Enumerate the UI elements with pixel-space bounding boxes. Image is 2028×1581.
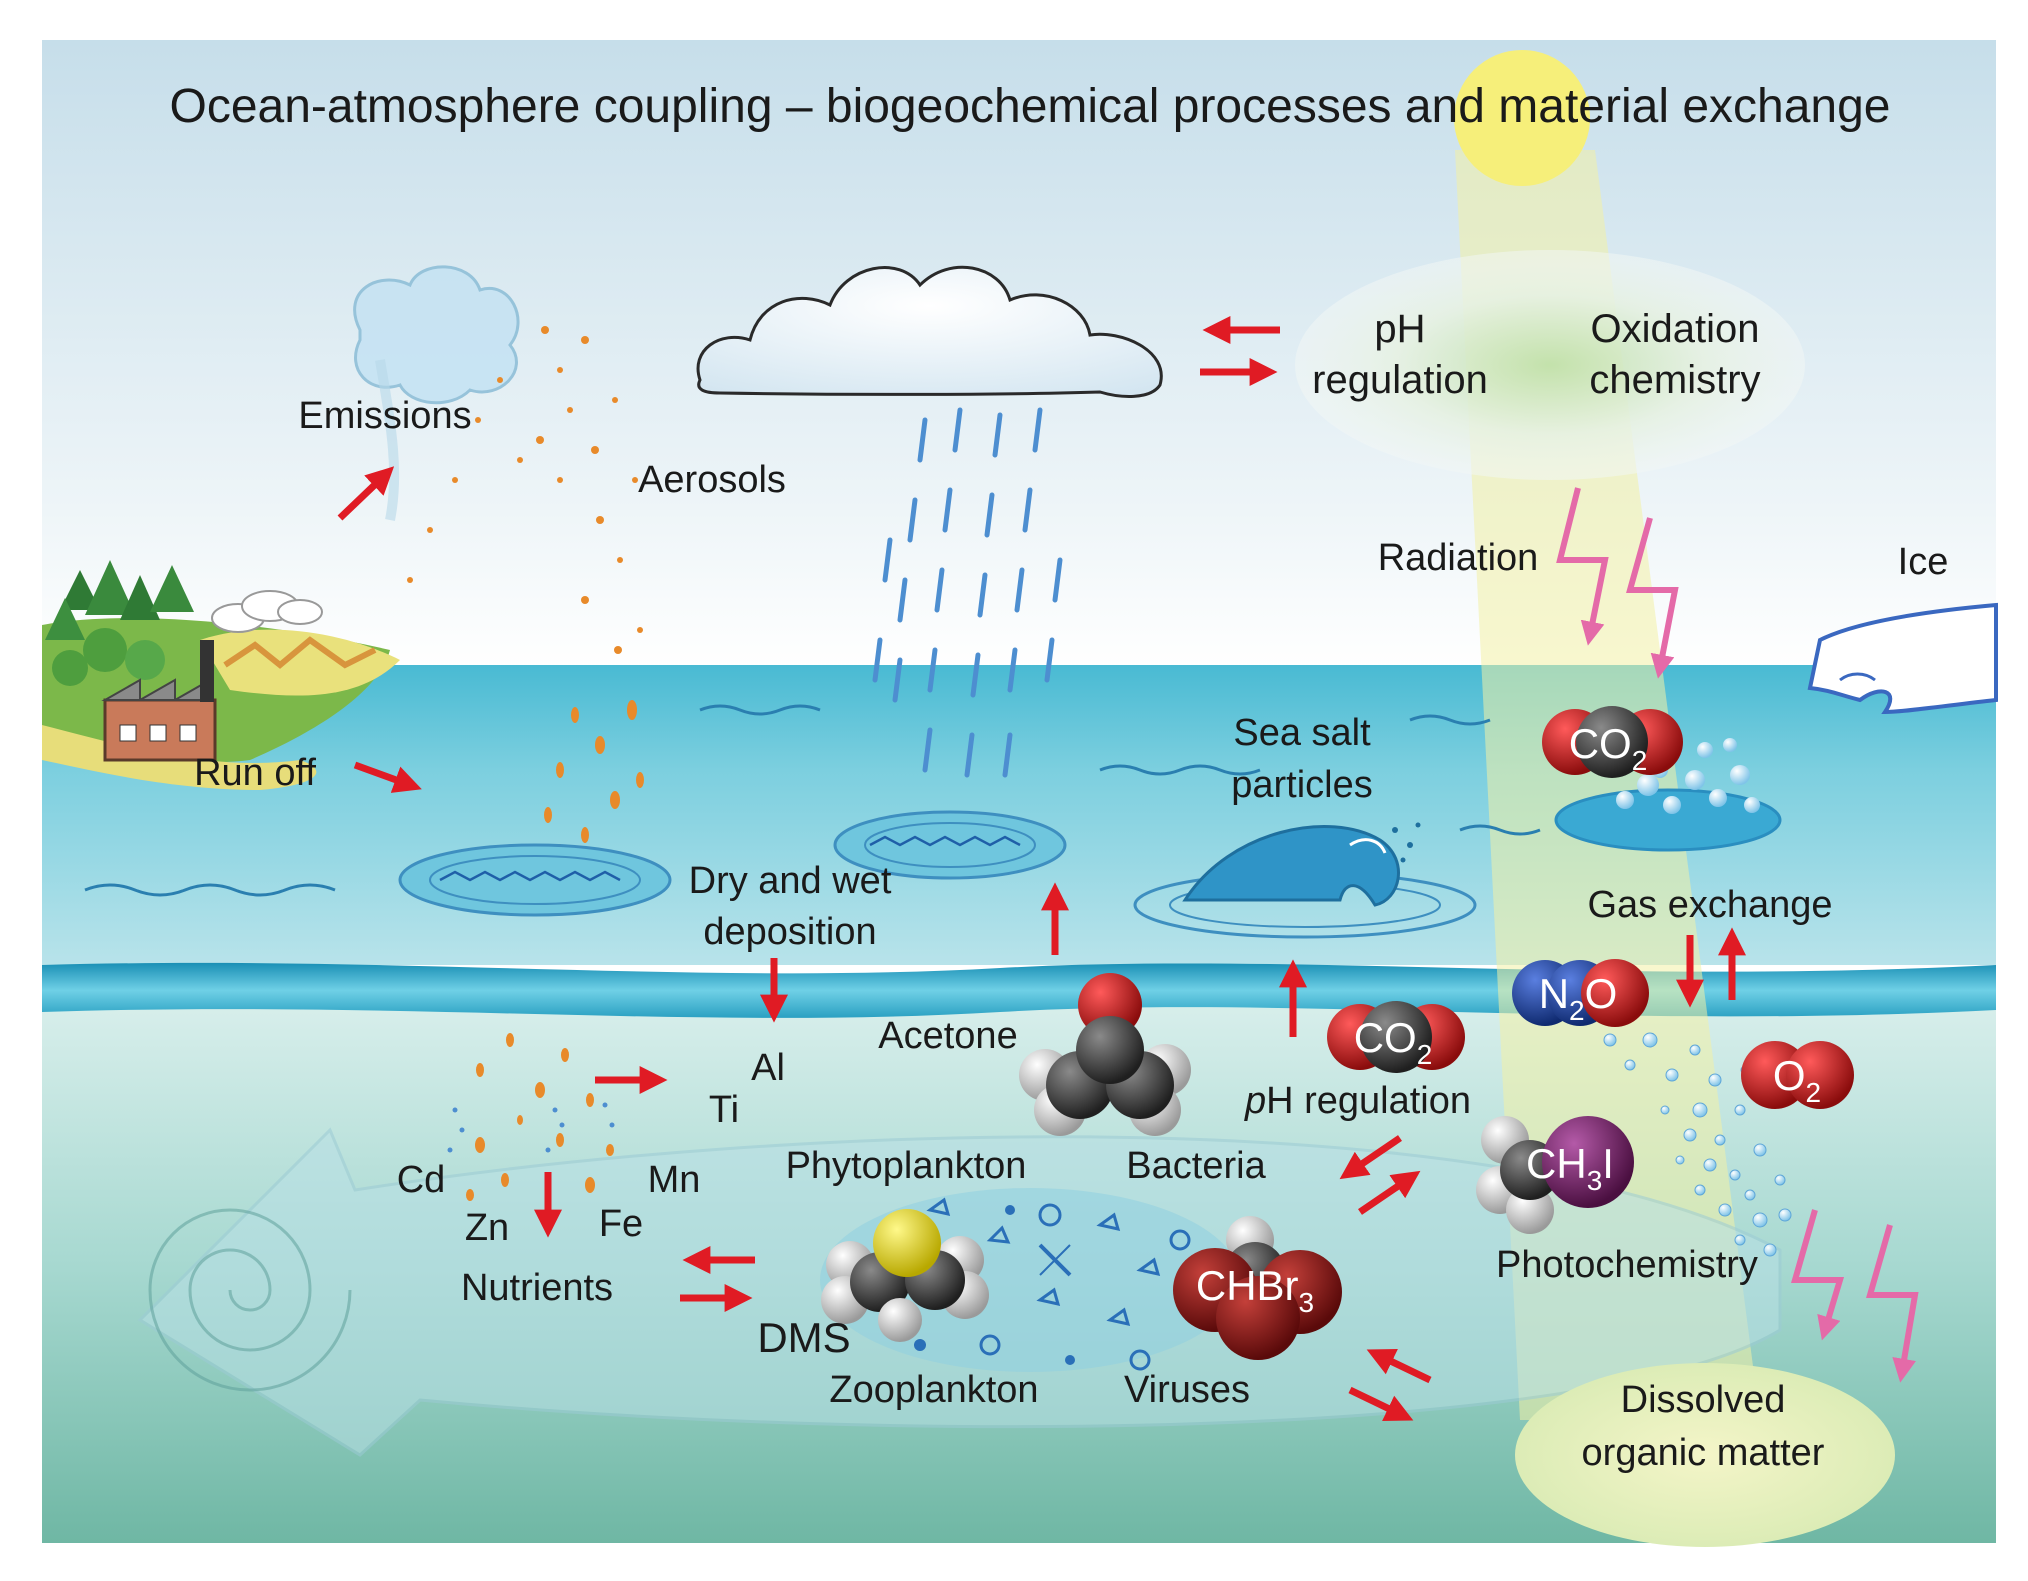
- label-cd: Cd: [397, 1159, 446, 1201]
- label-sea-salt-line2: particles: [1231, 764, 1373, 806]
- label-ph-regulation-ocean-rest: H regulation: [1266, 1080, 1471, 1122]
- n2o-molecule: N2O: [1512, 959, 1649, 1027]
- labels: Emissions Aerosols pH regulation Oxidati…: [194, 307, 1948, 1474]
- co2-ocean-molecule: CO2: [1327, 1001, 1465, 1073]
- label-ph-regulation-line2: regulation: [1312, 358, 1488, 402]
- label-sea-salt-line1: Sea salt: [1233, 712, 1371, 754]
- label-viruses: Viruses: [1124, 1369, 1250, 1411]
- label-oxidation-line2: chemistry: [1589, 358, 1760, 402]
- label-oxidation-line1: Oxidation: [1591, 307, 1760, 351]
- nutrient-dots: [447, 1102, 615, 1153]
- rain-cloud: [696, 265, 1163, 398]
- eddy-swirl: [148, 1208, 352, 1392]
- ch3i-molecule: CH3I: [1476, 1116, 1634, 1234]
- ch3i-pre: CH: [1526, 1140, 1587, 1187]
- co2-ocean-sub: 2: [1417, 1039, 1433, 1070]
- gas-exchange-pool: [1554, 738, 1782, 852]
- arrow-ph-left: [1339, 1135, 1402, 1180]
- chbr3-molecule: CHBr3: [1173, 1216, 1342, 1360]
- svg-text:CO2: CO2: [1569, 720, 1648, 776]
- chbr3-sub: 3: [1299, 1287, 1315, 1318]
- arrow-emissions: [337, 466, 395, 521]
- arrow-dom-left: [1366, 1349, 1432, 1384]
- radiation-zigzags: [1556, 487, 1919, 1383]
- n2o-pre: N: [1539, 970, 1569, 1017]
- label-deposition-line1: Dry and wet: [689, 860, 892, 902]
- red-arrows: [337, 316, 1746, 1421]
- label-deposition-line2: deposition: [703, 911, 876, 953]
- rain-streaks: [872, 407, 1063, 778]
- emissions-plume: [353, 265, 520, 521]
- label-ph-regulation-ocean: pH regulation: [1244, 1080, 1471, 1122]
- breaking-wave: [1133, 822, 1477, 939]
- label-gas-exchange: Gas exchange: [1587, 884, 1832, 926]
- smoke: [211, 590, 323, 633]
- label-nutrients: Nutrients: [461, 1267, 613, 1309]
- label-fe: Fe: [599, 1203, 643, 1245]
- label-dom-line1: Dissolved: [1621, 1379, 1786, 1421]
- label-phytoplankton: Phytoplankton: [786, 1145, 1027, 1187]
- o2-molecule: O2: [1741, 1041, 1854, 1109]
- chbr3-main: CHBr: [1196, 1262, 1299, 1309]
- label-mn: Mn: [648, 1159, 701, 1201]
- acetone-molecule: [1019, 973, 1191, 1136]
- label-ph-regulation-line1: pH: [1374, 307, 1425, 351]
- label-acetone: Acetone: [878, 1015, 1017, 1057]
- label-zn: Zn: [465, 1207, 509, 1249]
- co2-surface-sub: 2: [1632, 745, 1648, 776]
- factory: [101, 640, 217, 762]
- label-emissions: Emissions: [298, 395, 471, 437]
- deposition-ripple-right: [833, 810, 1067, 880]
- dom-halo: [1515, 1363, 1895, 1547]
- label-al: Al: [751, 1047, 785, 1089]
- ch3i-post: I: [1602, 1140, 1614, 1187]
- arrow-dom-right: [1348, 1386, 1414, 1421]
- svg-text:CO2: CO2: [1354, 1014, 1433, 1070]
- label-aerosols: Aerosols: [638, 459, 786, 501]
- label-ti: Ti: [709, 1089, 739, 1131]
- label-bacteria: Bacteria: [1126, 1145, 1266, 1187]
- ice-floe: [1807, 602, 1998, 715]
- label-run-off: Run off: [194, 752, 316, 794]
- o2-main: O: [1773, 1052, 1806, 1099]
- svg-text:N2O: N2O: [1539, 970, 1618, 1026]
- o2-sub: 2: [1806, 1077, 1822, 1108]
- label-photochemistry: Photochemistry: [1496, 1244, 1758, 1286]
- label-dom-line2: organic matter: [1582, 1432, 1825, 1474]
- arrow-ph-right: [1358, 1170, 1421, 1215]
- label-ph-regulation-ocean-italic: p: [1244, 1080, 1266, 1122]
- bubble-column: [1603, 1032, 1792, 1257]
- n2o-post: O: [1585, 970, 1618, 1017]
- n2o-sub: 2: [1569, 995, 1585, 1026]
- surface-wavelets: [84, 704, 1541, 897]
- deposition-ripple-left: [398, 843, 672, 917]
- sun: [1454, 50, 1590, 186]
- diagram-title: Ocean-atmosphere coupling – biogeochemic…: [169, 80, 1890, 133]
- ph-oxidation-halo: [1295, 250, 1805, 480]
- svg-text:O2: O2: [1773, 1052, 1821, 1108]
- ch3i-sub: 3: [1587, 1165, 1603, 1196]
- label-radiation: Radiation: [1378, 537, 1539, 579]
- dms-molecule: [821, 1209, 989, 1342]
- co2-surface-molecule: CO2: [1542, 706, 1683, 778]
- arrow-runoff: [353, 761, 422, 793]
- svg-text:CH3I: CH3I: [1526, 1140, 1614, 1196]
- label-dms: DMS: [757, 1314, 850, 1361]
- co2-surface-main: CO: [1569, 720, 1632, 767]
- svg-text:CHBr3: CHBr3: [1196, 1262, 1314, 1318]
- label-zooplankton: Zooplankton: [829, 1369, 1038, 1411]
- nutrient-particles: [466, 1033, 614, 1201]
- forest: [45, 560, 194, 686]
- label-ice: Ice: [1898, 541, 1949, 583]
- co2-ocean-main: CO: [1354, 1014, 1417, 1061]
